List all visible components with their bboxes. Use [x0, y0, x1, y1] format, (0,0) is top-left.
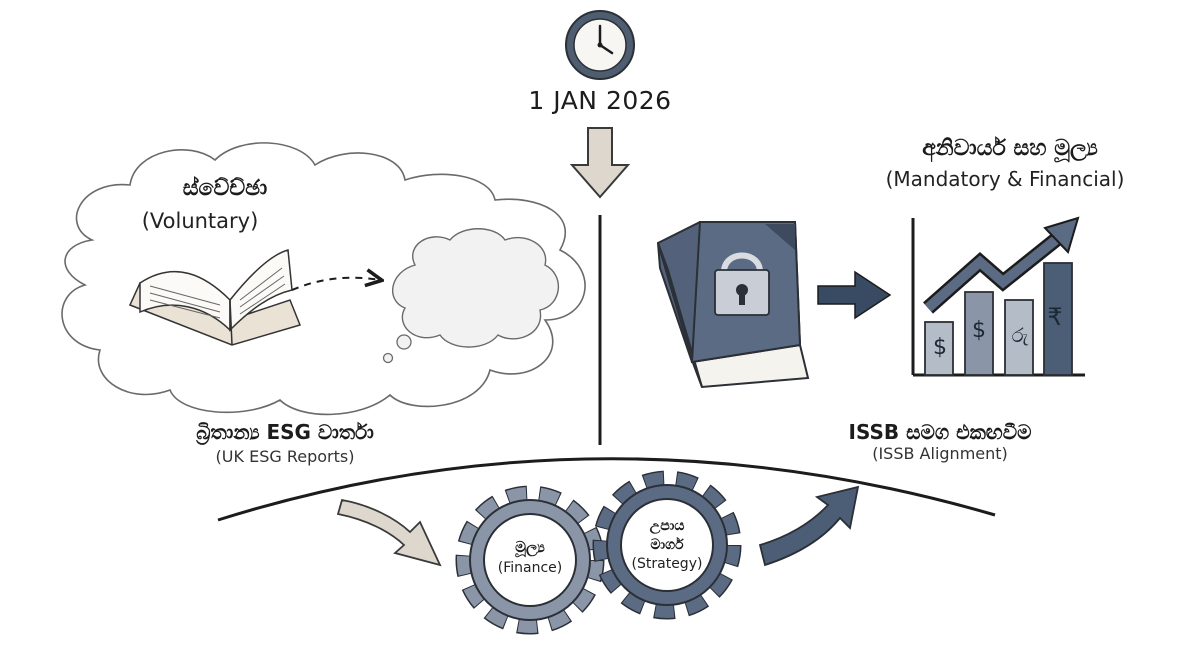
- rupee-symbol: ₹: [1047, 303, 1063, 331]
- dollar-symbol: $: [972, 318, 986, 343]
- voluntary-title-si: ස්වේච්ඡා: [182, 176, 268, 201]
- chart-bar: [964, 291, 994, 376]
- finance-gear-label-en: (Finance): [497, 560, 563, 576]
- uk-reports-title-en: (UK ESG Reports): [215, 447, 355, 466]
- strategy-gear-label-en: (Strategy): [631, 556, 703, 572]
- chart-bar: [1004, 299, 1034, 376]
- issb-title-si: ISSB සමග එකඟවීම: [848, 420, 1032, 444]
- dollar-symbol: $: [933, 335, 947, 360]
- finance-gear-label-si: මූල්‍ය: [515, 538, 545, 556]
- gear-icon: [592, 470, 742, 620]
- uk-reports-title-si: බ්‍රිතාන්‍ය ESG වාර්තා: [196, 420, 374, 444]
- voluntary-cloud-icon: [61, 142, 586, 416]
- curved-arrow-icon: [336, 498, 442, 567]
- chart-bar: [924, 321, 954, 376]
- clock-icon: [565, 10, 635, 80]
- issb-title-en: (ISSB Alignment): [872, 444, 1008, 463]
- growth-chart-icon: [911, 216, 1085, 377]
- chart-bar: [1043, 262, 1073, 376]
- locked-book-icon: [656, 221, 810, 389]
- thought-cloud-icon: [382, 228, 560, 364]
- mandatory-title-en: (Mandatory & Financial): [885, 167, 1125, 191]
- rupee-symbol-si: රු: [1011, 323, 1029, 347]
- curved-arrow-icon: [758, 485, 860, 567]
- transition-arc: [217, 457, 996, 522]
- right-arrow-icon: [817, 270, 892, 320]
- effective-date: 1 JAN 2026: [528, 86, 672, 115]
- strategy-gear-label-si-line1: උපාය: [649, 518, 685, 534]
- voluntary-title-en: (Voluntary): [141, 209, 259, 233]
- down-arrow-icon: [569, 127, 631, 199]
- strategy-gear-label-si-line2: මාර්ග: [650, 537, 684, 553]
- mandatory-title-si: අනිවාර්ය සහ මූල්‍ය: [922, 136, 1098, 161]
- dashed-arrow-icon: [291, 278, 380, 291]
